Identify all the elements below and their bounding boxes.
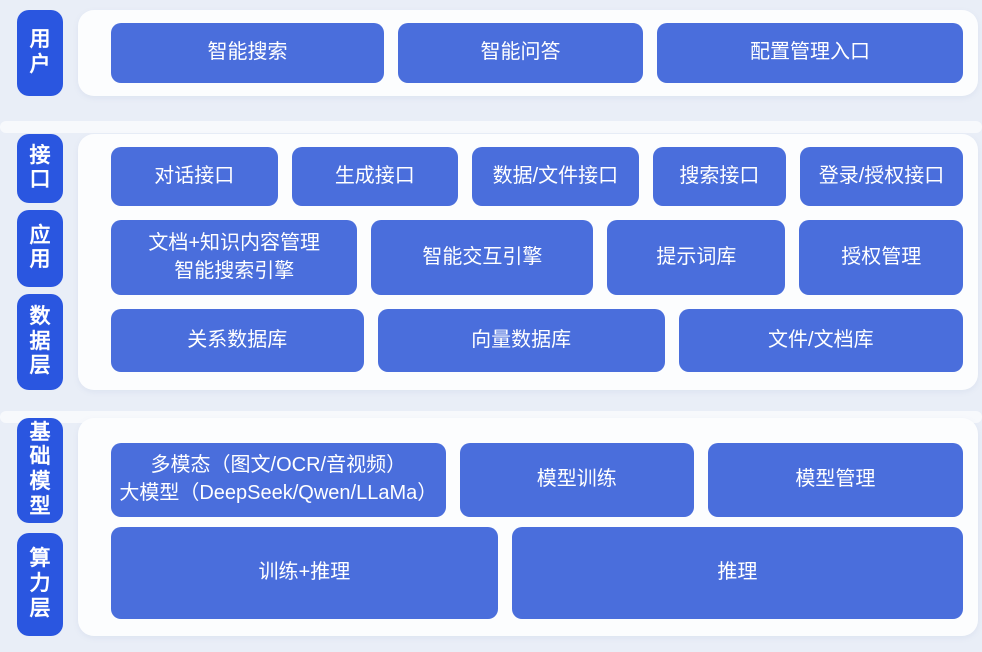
rail-application: 应用 — [17, 209, 63, 288]
card-user-layer: 智能搜索 智能问答 配置管理入口 — [78, 10, 978, 96]
section-middle-layers: 接口 应用 数据层 对话接口 生成接口 数据/文件接口 搜索接口 登录/授权接口… — [17, 134, 978, 390]
block-prompt-library: 提示词库 — [607, 220, 786, 295]
block-relational-db: 关系数据库 — [111, 309, 364, 372]
rail-compute-layer-label: 算力层 — [29, 547, 51, 620]
section-user-layer: 用户 智能搜索 智能问答 配置管理入口 — [17, 10, 978, 96]
rail-column-model: 基础模型 算力层 — [17, 418, 63, 636]
block-auth-management: 授权管理 — [799, 220, 964, 295]
row-user-entries: 智能搜索 智能问答 配置管理入口 — [111, 23, 963, 83]
card-middle-layers: 对话接口 生成接口 数据/文件接口 搜索接口 登录/授权接口 文档+知识内容管理… — [78, 134, 978, 390]
block-model-management: 模型管理 — [707, 443, 963, 517]
rail-column-middle: 接口 应用 数据层 — [17, 134, 63, 390]
block-search-api: 搜索接口 — [652, 147, 787, 206]
row-foundation-models: 多模态（图文/OCR/音视频） 大模型（DeepSeek/Qwen/LLaMa）… — [111, 443, 963, 517]
block-smart-search: 智能搜索 — [111, 23, 385, 83]
block-data-file-api: 数据/文件接口 — [472, 147, 639, 206]
rail-user: 用户 — [17, 10, 63, 96]
block-model-training: 模型训练 — [459, 443, 694, 517]
rail-data-layer: 数据层 — [17, 294, 63, 390]
block-login-auth-api: 登录/授权接口 — [800, 147, 963, 206]
block-multimodal-llm: 多模态（图文/OCR/音视频） 大模型（DeepSeek/Qwen/LLaMa） — [111, 443, 446, 517]
block-smart-qa: 智能问答 — [398, 23, 643, 83]
card-model-layers: 多模态（图文/OCR/音视频） 大模型（DeepSeek/Qwen/LLaMa）… — [78, 418, 978, 636]
section-divider — [0, 121, 982, 133]
block-config-management-entry: 配置管理入口 — [656, 23, 963, 83]
row-interfaces: 对话接口 生成接口 数据/文件接口 搜索接口 登录/授权接口 — [111, 147, 963, 206]
rail-foundation-model: 基础模型 — [17, 418, 63, 523]
rail-data-layer-label: 数据层 — [29, 304, 51, 378]
rail-compute-layer: 算力层 — [17, 532, 63, 636]
rail-user-label: 用户 — [29, 28, 51, 76]
block-generation-api: 生成接口 — [291, 147, 459, 206]
block-dialog-api: 对话接口 — [111, 147, 278, 206]
rail-column-user: 用户 — [17, 10, 63, 96]
rail-foundation-model-label: 基础模型 — [29, 420, 51, 519]
block-interactive-engine: 智能交互引擎 — [371, 220, 594, 295]
block-vector-db: 向量数据库 — [377, 309, 665, 372]
block-file-doc-store: 文件/文档库 — [678, 309, 963, 372]
row-compute: 训练+推理 推理 — [111, 527, 963, 619]
rail-interface: 接口 — [17, 134, 63, 203]
rail-application-label: 应用 — [29, 223, 51, 272]
row-applications: 文档+知识内容管理 智能搜索引擎 智能交互引擎 提示词库 授权管理 — [111, 220, 964, 295]
rail-interface-label: 接口 — [29, 143, 51, 192]
section-model-layers: 基础模型 算力层 多模态（图文/OCR/音视频） 大模型（DeepSeek/Qw… — [17, 418, 978, 636]
block-inference: 推理 — [511, 527, 963, 619]
block-doc-knowledge-search-engine: 文档+知识内容管理 智能搜索引擎 — [111, 220, 358, 295]
block-training-inference: 训练+推理 — [111, 527, 498, 619]
row-data-stores: 关系数据库 向量数据库 文件/文档库 — [111, 309, 963, 372]
